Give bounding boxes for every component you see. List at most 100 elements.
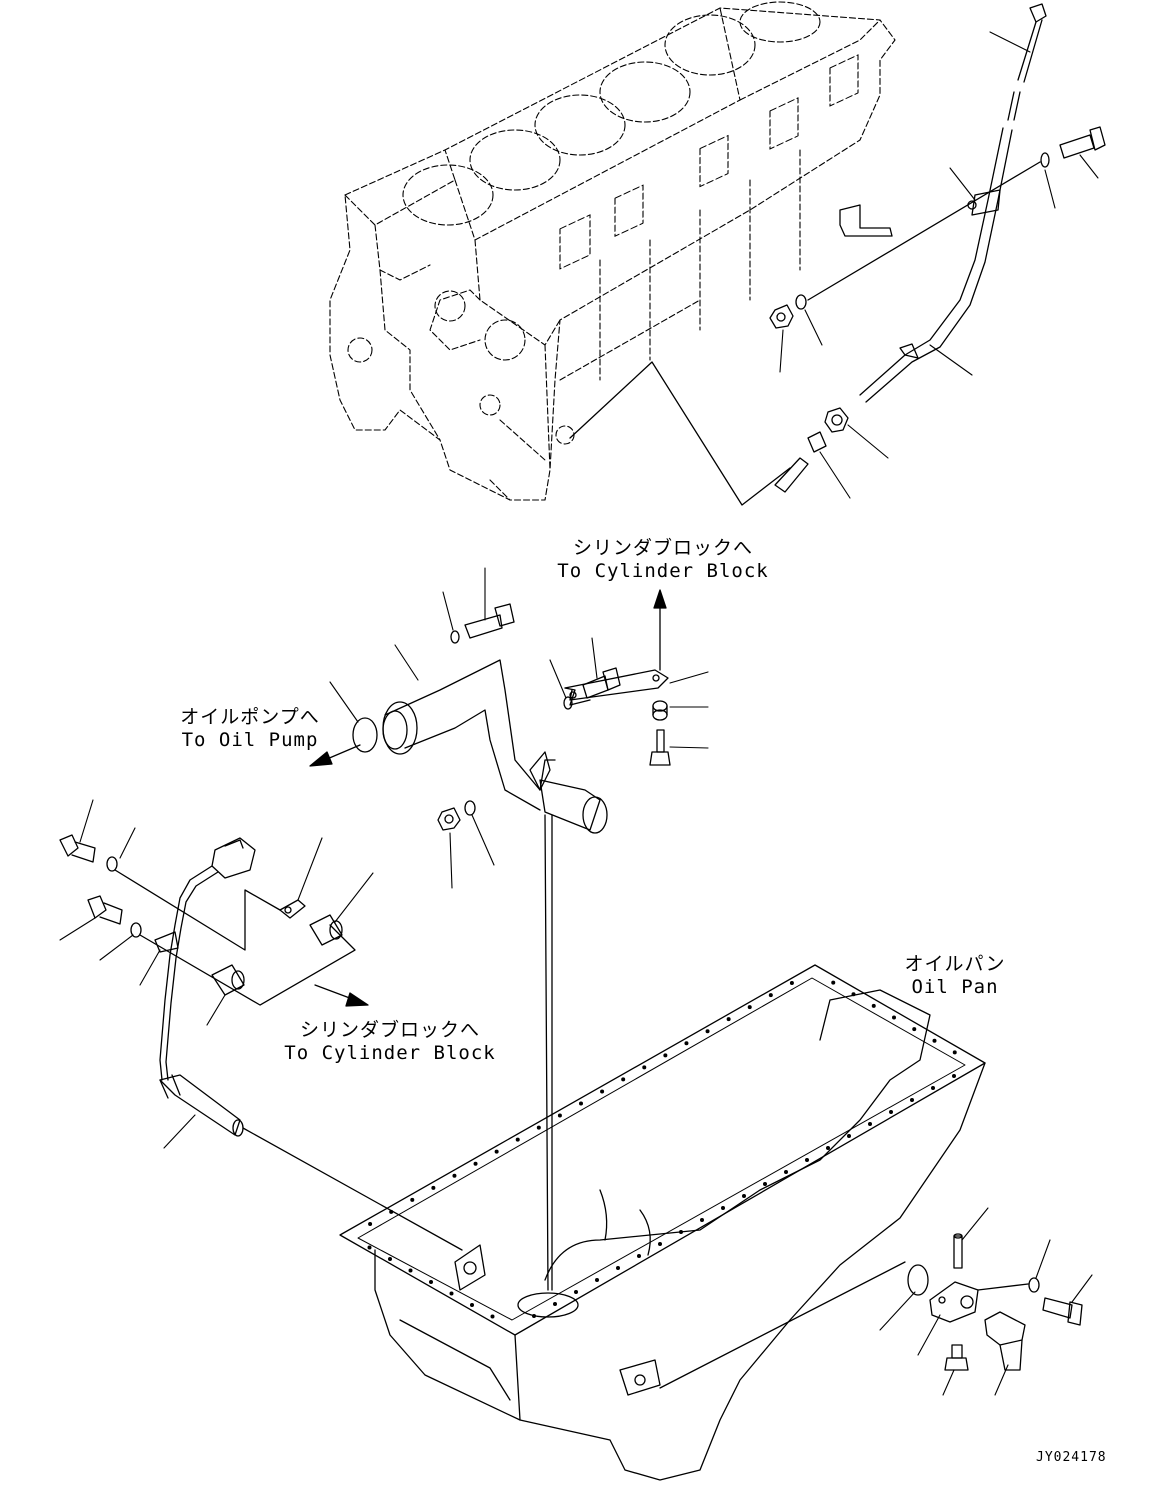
pan-bolt-hole — [494, 1149, 499, 1154]
label-to-cylinder-block-top: シリンダブロックへ To Cylinder Block — [557, 537, 768, 583]
bracket-strap — [564, 669, 669, 706]
bolt-top-right — [1059, 126, 1106, 159]
pan-bolt-hole — [952, 1074, 956, 1078]
pan-bolt-hole — [595, 1278, 599, 1282]
sensor-to-pan-line — [242, 1127, 463, 1251]
pan-bolt-hole — [616, 1266, 620, 1270]
mount-clip — [279, 899, 306, 919]
pan-bolt-hole — [367, 1245, 372, 1250]
pan-bolt-hole — [932, 1038, 937, 1043]
pan-bolt-hole — [952, 1050, 957, 1055]
leader-lines-drain — [879, 1207, 1093, 1396]
washer-drain — [1028, 1277, 1040, 1293]
bolt-sensor-bottom — [87, 895, 123, 925]
drain-flange — [929, 1281, 979, 1323]
label-jp: オイルパン — [904, 953, 1006, 975]
pan-bolt-hole — [642, 1065, 647, 1070]
suction-pipe — [382, 659, 608, 834]
assembly-line — [807, 161, 1041, 301]
pan-bolt-hole — [579, 1101, 583, 1106]
pan-bolt-hole — [389, 1209, 394, 1214]
pan-bolt-hole — [871, 1003, 876, 1008]
pan-bolt-hole — [847, 1134, 851, 1138]
block-bracket — [839, 204, 893, 237]
drawing-code: JY024178 — [1036, 1450, 1107, 1465]
pan-bolt-hole — [431, 1185, 436, 1190]
drain-pin — [953, 1233, 963, 1269]
pan-bolt-hole — [700, 1218, 704, 1222]
pan-bolt-hole — [742, 1194, 746, 1198]
sensor-wire — [159, 865, 219, 1081]
pan-bolt-hole — [388, 1257, 392, 1261]
pan-bolt-hole — [912, 1027, 917, 1032]
pan-bolt-hole — [658, 1242, 662, 1246]
washer-pipe — [450, 630, 460, 644]
pan-bolt-hole — [763, 1182, 767, 1186]
o-ring-drain — [907, 1264, 929, 1296]
pan-bolt-hole — [637, 1254, 641, 1258]
label-en: To Oil Pump — [181, 729, 319, 751]
washer-pipe-bottom — [464, 800, 476, 816]
pan-bolt-hole — [831, 980, 836, 985]
pan-bolt-hole — [663, 1053, 668, 1058]
pan-bolt-hole — [574, 1290, 578, 1294]
leader-lines-mid — [329, 567, 709, 889]
pan-bolt-hole — [408, 1268, 413, 1273]
label-jp: シリンダブロックへ — [299, 1019, 480, 1041]
pan-bolt-hole — [532, 1314, 536, 1318]
pan-bolt-hole — [747, 1005, 752, 1010]
leader-lines-sensor — [59, 799, 374, 1149]
nut-block — [769, 304, 794, 329]
pan-bolt-hole — [851, 992, 856, 997]
bolt-pipe — [464, 603, 515, 639]
leader-lines-top — [779, 31, 1099, 499]
pan-bolt-hole — [868, 1122, 872, 1126]
pan-bolt-hole — [621, 1077, 626, 1082]
pan-bolt-holes — [367, 980, 957, 1319]
dipstick-guide-tube — [859, 127, 1013, 403]
sensor-clip — [154, 931, 179, 953]
pan-bolt-hole — [705, 1029, 710, 1034]
dipstick — [1007, 3, 1047, 121]
block-pointer-line — [569, 361, 791, 506]
pan-bolt-hole — [473, 1161, 478, 1166]
sensor-mount-lines — [114, 869, 356, 1006]
pan-bolt-hole — [368, 1221, 373, 1226]
pipe-to-pan-line — [544, 814, 549, 1291]
pan-bolt-hole — [784, 1170, 788, 1174]
pan-bolt-hole — [889, 1110, 893, 1114]
pan-bolt-hole — [768, 993, 773, 998]
pan-bolt-hole — [490, 1314, 495, 1319]
label-en: To Cylinder Block — [284, 1042, 496, 1064]
pan-bolt-hole — [429, 1280, 433, 1284]
arrow-to-cylinder-block-mid — [314, 984, 369, 1007]
oil-pan — [339, 964, 986, 1481]
washer-strap — [563, 696, 573, 710]
pan-bolt-hole — [789, 981, 794, 986]
pan-bolt-hole — [721, 1206, 725, 1210]
pan-bolt-hole — [553, 1302, 557, 1306]
label-to-cylinder-block-mid: シリンダブロックへ To Cylinder Block — [284, 1019, 495, 1065]
pan-bolt-hole — [557, 1113, 562, 1118]
pan-bolt-hole — [410, 1197, 415, 1202]
bolt-strap — [582, 667, 621, 699]
o-ring-pump — [352, 717, 378, 753]
drain-plug — [984, 1311, 1026, 1371]
drain-bolt-small — [944, 1344, 969, 1371]
fitting-elbow — [774, 457, 809, 493]
pan-bolt-hole — [910, 1098, 914, 1102]
pan-bolt-hole — [470, 1303, 474, 1307]
label-en: To Cylinder Block — [557, 560, 769, 582]
label-to-oil-pump: オイルポンプへ To Oil Pump — [180, 706, 319, 752]
fitting-nut — [824, 407, 849, 433]
pan-bolt-hole — [805, 1158, 809, 1162]
washer-top-right — [1040, 152, 1050, 168]
pan-bolt-hole — [452, 1173, 457, 1178]
cylinder-bores — [402, 1, 821, 226]
sensor-body — [159, 1074, 244, 1137]
collar — [652, 700, 668, 721]
fitting-sleeve — [807, 431, 827, 453]
pan-bolt-hole — [726, 1017, 731, 1022]
